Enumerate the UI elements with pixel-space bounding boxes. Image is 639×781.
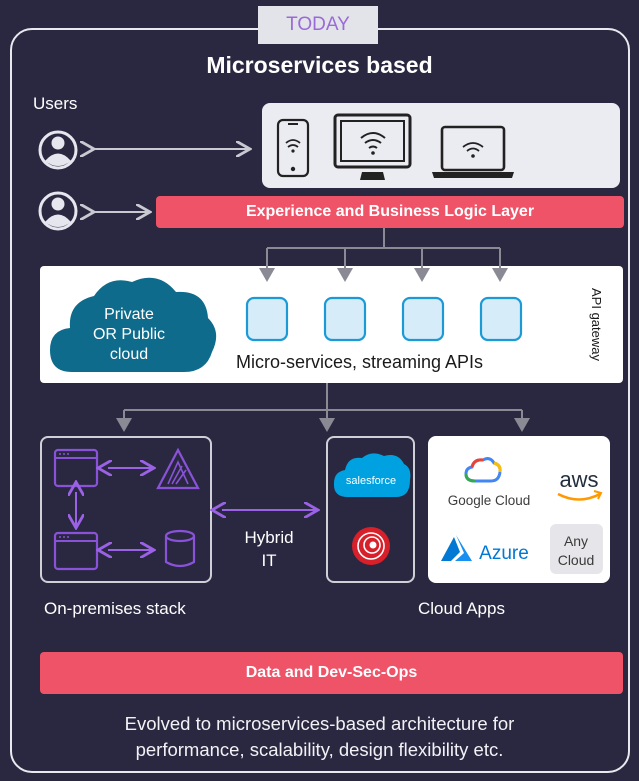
google-cloud-text: Google Cloud (448, 493, 531, 508)
microservice-box-2 (323, 296, 367, 342)
api-gateway-label: API gateway (589, 287, 604, 361)
onprem-label: On-premises stack (44, 599, 186, 618)
any-cloud-text-1: Any (564, 533, 588, 549)
microservice-box-1 (245, 296, 289, 342)
server-mesh-icon (156, 447, 200, 490)
hybrid-text-2: IT (261, 551, 276, 570)
database-icon (164, 529, 196, 568)
azure-logo: Azure (441, 535, 529, 564)
experience-layer-bar: Experience and Business Logic Layer (156, 196, 624, 228)
microservices-label: Micro-services, streaming APIs (236, 352, 484, 372)
laptop-wifi-icon (432, 125, 514, 178)
azure-text: Azure (479, 543, 529, 564)
any-cloud-box: Any Cloud (550, 524, 603, 574)
cloud-apps-label: Cloud Apps (418, 599, 505, 618)
microservice-box-4 (479, 296, 523, 342)
private-public-cloud-icon: Private OR Public cloud (50, 277, 217, 372)
footer-caption: Evolved to microservices-based architect… (0, 711, 639, 763)
cloud-text-2: OR Public (93, 326, 165, 343)
ms-connectors (259, 228, 508, 282)
aws-logo: aws (557, 467, 603, 501)
app-window-icon-1 (53, 448, 99, 488)
footer-line-2: performance, scalability, design flexibi… (135, 739, 504, 760)
cloud-text-1: Private (104, 306, 154, 323)
user-icon-1 (38, 130, 78, 170)
red-swirl-logo (352, 527, 390, 565)
salesforce-text: salesforce (346, 475, 396, 487)
saas-apps-box (326, 436, 415, 583)
hybrid-text-1: Hybrid (244, 528, 293, 547)
monitor-wifi-icon (333, 113, 412, 180)
footer-line-1: Evolved to microservices-based architect… (124, 713, 515, 734)
any-cloud-text-2: Cloud (558, 552, 595, 568)
google-cloud-logo: Google Cloud (448, 457, 531, 508)
microservice-box-3 (401, 296, 445, 342)
app-window-icon-2 (53, 531, 99, 571)
aws-text: aws (559, 467, 598, 492)
users-label: Users (33, 94, 78, 113)
lower-connectors (116, 383, 530, 432)
user-icon-2 (38, 191, 78, 231)
today-tab: TODAY (258, 6, 378, 44)
data-devsecops-bar: Data and Dev-Sec-Ops (40, 652, 623, 694)
diagram-title: Microservices based (206, 52, 433, 78)
salesforce-logo: salesforce (333, 453, 411, 497)
cloud-text-3: cloud (110, 346, 148, 363)
phone-icon (276, 118, 310, 178)
